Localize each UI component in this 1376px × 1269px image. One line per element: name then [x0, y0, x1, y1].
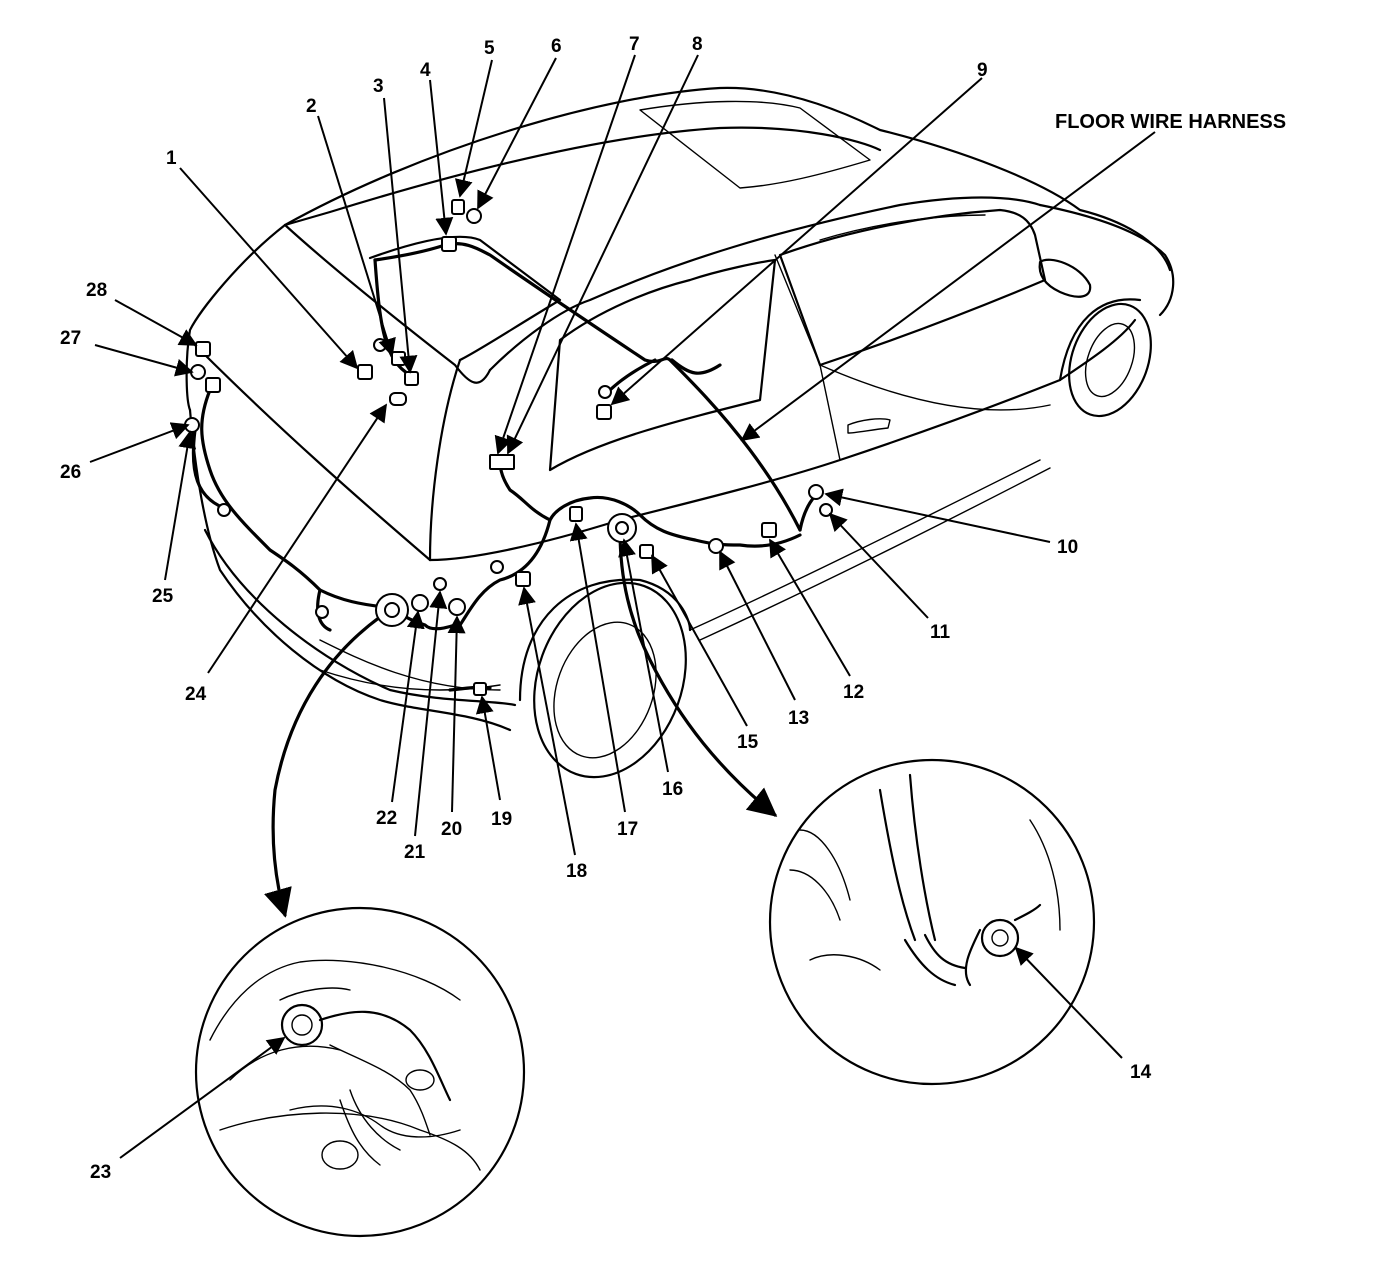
- callout-10: 10: [1057, 537, 1078, 558]
- callout-1: 1: [166, 148, 177, 169]
- callout-24: 24: [185, 684, 207, 705]
- callout-15: 15: [737, 732, 759, 753]
- callout-11: 11: [930, 622, 951, 643]
- car-body: [185, 86, 1175, 779]
- callout-12: 12: [843, 682, 864, 703]
- detail-view-23: [194, 906, 526, 1238]
- callout-8: 8: [692, 34, 703, 55]
- callout-19: 19: [491, 809, 512, 830]
- callout-22: 22: [376, 808, 397, 829]
- callout-27: 27: [60, 328, 81, 349]
- callout-9: 9: [977, 60, 988, 81]
- callout-4: 4: [420, 60, 431, 81]
- callout-7: 7: [629, 34, 640, 55]
- callout-23: 23: [90, 1162, 111, 1183]
- callout-17: 17: [617, 819, 638, 840]
- callout-5: 5: [484, 38, 495, 59]
- callout-20: 20: [441, 819, 462, 840]
- leader-lines: [89, 54, 1156, 1159]
- connectors: [184, 199, 833, 696]
- harness-label: FLOOR WIRE HARNESS: [1055, 111, 1286, 133]
- callout-28: 28: [86, 280, 107, 301]
- detail-view-14: [768, 758, 1096, 1086]
- callout-labels: FLOOR WIRE HARNESS 1 2 3 4 5 6 7 8 9 10 …: [60, 34, 1286, 1183]
- callout-26: 26: [60, 462, 81, 483]
- callout-21: 21: [404, 842, 426, 863]
- callout-13: 13: [788, 708, 809, 729]
- callout-14: 14: [1130, 1062, 1152, 1083]
- callout-16: 16: [662, 779, 683, 800]
- callout-25: 25: [152, 586, 174, 607]
- callout-18: 18: [566, 861, 587, 882]
- callout-2: 2: [306, 96, 317, 117]
- callout-6: 6: [551, 36, 562, 57]
- callout-3: 3: [373, 76, 384, 97]
